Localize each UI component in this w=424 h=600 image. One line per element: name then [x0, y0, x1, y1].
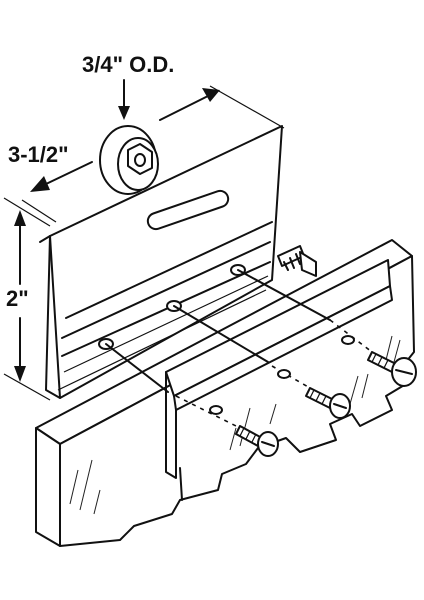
screw-2	[305, 387, 351, 419]
diameter-arrow	[118, 79, 130, 120]
height-dimension-arrow	[3, 197, 51, 401]
guide-plate	[39, 125, 283, 399]
assembly-guide-lines	[105, 269, 373, 429]
diameter-label: 3/4" O.D.	[82, 52, 174, 77]
screw-3	[367, 351, 417, 387]
adjustment-slot	[146, 189, 230, 231]
width-dimension-arrow	[21, 85, 285, 223]
roller-wheel	[99, 125, 159, 195]
height-label: 2"	[6, 286, 29, 311]
guide-channel	[35, 239, 415, 547]
mounting-bolt	[277, 245, 317, 277]
width-label: 3-1/2"	[8, 142, 69, 167]
screw-1	[235, 425, 279, 457]
